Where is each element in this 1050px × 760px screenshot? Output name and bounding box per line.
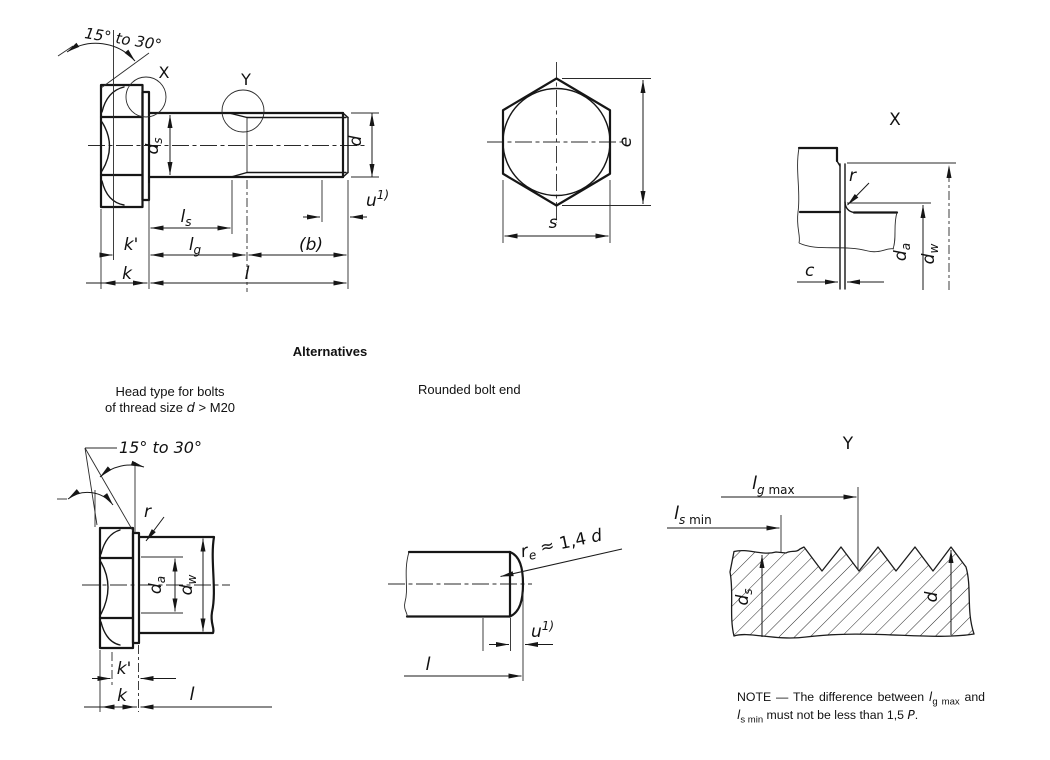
note-text: NOTE — The difference between lg max and… [737,690,986,726]
main-bolt-view: 15° to 30° X Y ds d ls lg (b) u1) k' k l [57,24,389,292]
chamfer-angle-construction [57,447,145,533]
dim-label-l: l [425,654,430,675]
dim-label-k-prime: k' [124,235,139,255]
dimension-lines [502,78,651,243]
dim-label-r: r [849,166,857,186]
dim-label-ds: ds [733,588,755,605]
detail-title-x: X [889,110,901,130]
angle-label: 15° to 30° [119,438,202,457]
dim-label-u: u1) [531,619,554,642]
dimension-lines [86,113,375,286]
detail-x-shapes [797,146,899,290]
detail-y-marker: Y [240,70,251,89]
note-symbol-p: P [907,708,915,723]
alt-head-caption: Head type for bolts of thread size d > M… [80,384,260,418]
dimension-lines [404,548,623,681]
washer-face [131,531,141,645]
dim-label-d: d [346,135,366,146]
detail-x-view: X r c da dw [797,110,956,290]
alt-head-caption-line2-post: > M20 [198,400,236,416]
dimension-lines [797,162,956,290]
dim-label-ds: ds [143,137,165,154]
thread-lines [228,112,347,178]
alt-head-caption-symbol: d [186,401,195,417]
dim-label-da: da [146,576,168,594]
dim-label-r: r [144,502,152,522]
bolt-head [99,83,151,209]
detail-y-view: Y lg max ls min ds d [667,434,975,639]
dim-label-re: re ≈ 1,4 d [519,526,605,565]
alt-head-caption-line2: of thread size [104,400,184,416]
dim-label-c: c [805,261,815,281]
dimension-lines [667,487,954,637]
dim-label-k-prime: k' [117,659,132,679]
dim-label-dw: dw [919,244,941,265]
note-symbol-lg: l [928,690,933,704]
dim-label-ls-min: ls min [674,503,712,527]
dim-label-dw: dw [177,575,199,596]
shank-fragment [137,535,216,635]
dim-label-k: k [117,686,128,706]
dim-label-k: k [122,264,133,284]
dim-label-s: s [549,213,558,233]
washer-face [141,90,151,202]
chamfer-angle-construction [57,30,150,260]
hex-outline [501,77,612,207]
alt-head-view: 15° to 30° r da dw k' k l [57,438,272,712]
dim-label-l: l [189,684,194,705]
hex-end-view: e s [487,62,651,243]
dim-label-lg: lg [189,235,202,257]
bolt-head [98,526,141,650]
dim-label-d: d [922,591,942,602]
angle-label: 15° to 30° [83,24,163,54]
bolt-shank [147,111,349,179]
bolt-end-shapes [404,550,525,618]
rounded-end-view: re ≈ 1,4 d u1) l [388,526,623,681]
alternatives-heading: Alternatives [292,344,368,359]
dim-label-l: l [244,263,249,284]
dim-label-da: da [891,243,913,261]
dim-label-ls: ls [181,207,192,229]
note-symbol-ls: l [737,708,741,723]
inscribed-circle [502,87,611,197]
dim-label-lg-max: lg max [752,473,795,497]
detail-circle-y [221,89,265,133]
dimension-lines [84,516,272,712]
rounded-end-caption: Rounded bolt end [418,382,521,397]
note-label: NOTE [737,690,772,704]
hatched-section [729,546,975,639]
dim-label-e: e [616,137,636,147]
dim-label-b: (b) [299,235,323,255]
detail-title-y: Y [842,434,854,454]
detail-circle-x [125,76,167,118]
dim-label-u: u1) [366,188,389,211]
note-dash: — [776,690,789,704]
alt-head-caption-line1: Head type for bolts [115,384,225,399]
detail-x-marker: X [159,63,170,82]
